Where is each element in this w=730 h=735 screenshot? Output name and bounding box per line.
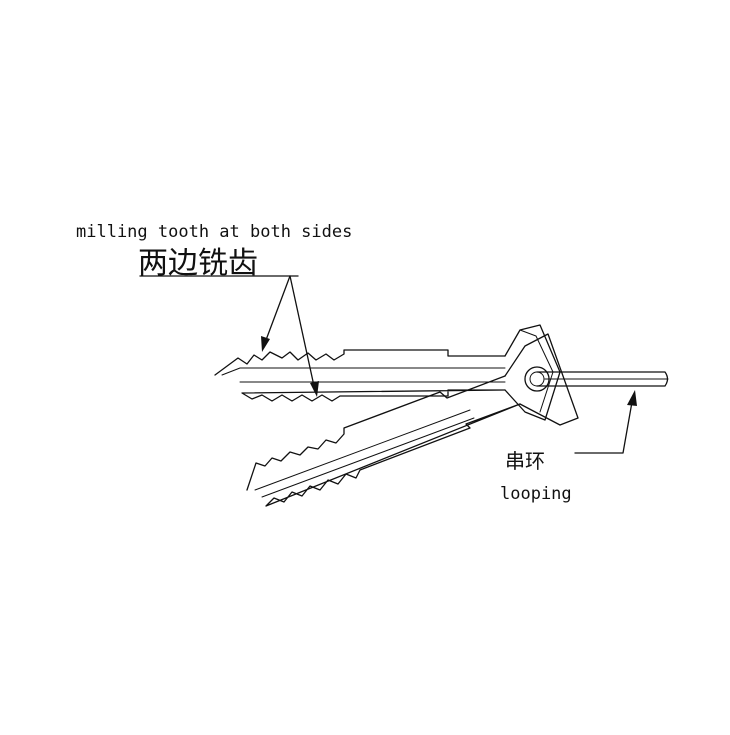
lower-key-groove-bottom (261, 417, 475, 498)
lower-key-groove-top (254, 409, 471, 491)
upper-key (214, 324, 561, 421)
lower-key-blade (246, 375, 521, 507)
milling-tooth-label-cn: 两边铣齿 (138, 246, 258, 281)
looping-label-cn: 串环 (505, 449, 545, 473)
looping-ring (524, 366, 669, 392)
upper-key-blade (214, 349, 506, 402)
arrow-left-icon (261, 336, 270, 352)
lower-key (246, 333, 579, 507)
milling-leader-right (289, 275, 315, 387)
milling-tooth-label-en: milling tooth at both sides (76, 222, 352, 242)
key-hole-inner (529, 371, 545, 387)
milling-leaders (139, 275, 319, 397)
upper-key-groove-top (221, 367, 506, 376)
milling-leader-left (265, 275, 291, 341)
looping-leader-line (574, 401, 633, 454)
arrow-right-icon (310, 381, 319, 397)
upper-key-bow-bevel (519, 329, 554, 413)
lower-key-bow (504, 333, 579, 426)
looping-label-en: looping (500, 484, 572, 504)
arrow-looping-icon (627, 390, 637, 406)
looping-leader (574, 390, 637, 454)
